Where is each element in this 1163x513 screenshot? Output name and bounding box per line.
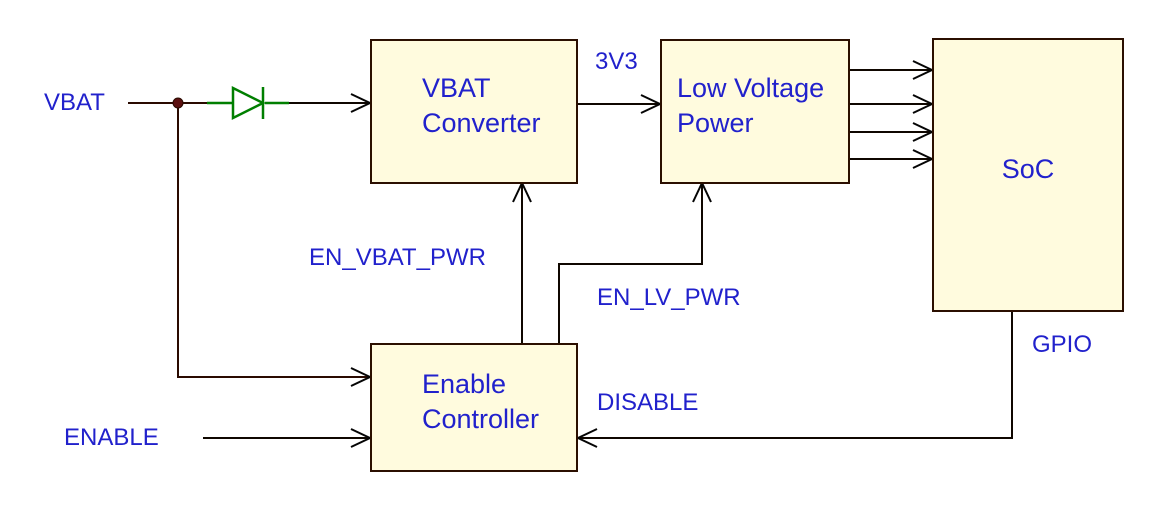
block-low-voltage-power-label-line1: Low Voltage — [677, 72, 825, 103]
block-enable-controller: Enable Controller — [370, 343, 578, 472]
block-soc: SoC — [932, 38, 1124, 312]
block-soc-label: SoC — [1001, 153, 1055, 184]
net-label-disable: DISABLE — [597, 389, 699, 416]
block-vbat-converter-label-line2: Converter — [422, 107, 541, 138]
net-label-en-lv-pwr: EN_LV_PWR — [597, 284, 741, 311]
wire-gpio-disable — [580, 312, 1013, 439]
net-label-gpio: GPIO — [1032, 331, 1093, 358]
vbat-net-wire — [128, 102, 368, 378]
net-label-3v3: 3V3 — [595, 48, 638, 75]
wire-en-lv-pwr — [558, 185, 703, 343]
diode-triangle — [231, 85, 266, 121]
signal-wires — [203, 69, 1013, 439]
block-vbat-converter-label-line1: VBAT — [422, 72, 491, 103]
block-low-voltage-power: Low Voltage Power — [660, 39, 850, 184]
arrow-left-disable-icon — [575, 428, 598, 448]
block-enable-controller-label-line1: Enable — [422, 368, 507, 399]
block-enable-controller-label-line2: Controller — [422, 403, 540, 434]
block-vbat-converter: VBAT Converter — [370, 39, 578, 184]
diode-icon — [207, 85, 289, 121]
vbat-wire-to-enable-controller — [177, 103, 368, 378]
block-low-voltage-power-label-line2: Power — [677, 107, 754, 138]
junction-dot — [172, 97, 184, 109]
net-label-enable: ENABLE — [64, 424, 159, 451]
net-label-en-vbat-pwr: EN_VBAT_PWR — [309, 244, 486, 271]
net-label-vbat: VBAT — [44, 89, 105, 116]
